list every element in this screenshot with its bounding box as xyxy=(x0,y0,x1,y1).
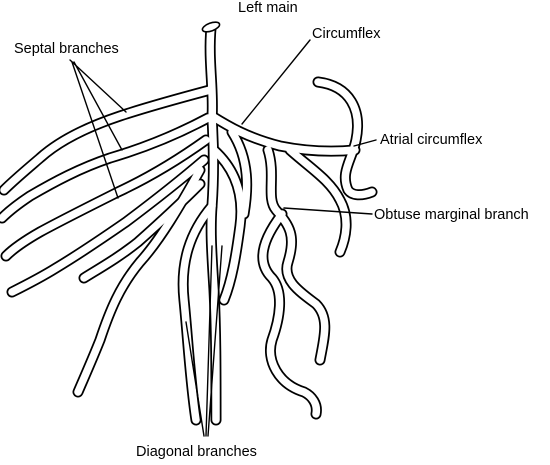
leader-circumflex xyxy=(241,39,311,125)
left-main-ostium xyxy=(201,21,221,33)
leader-septal-2 xyxy=(73,61,123,151)
leader-lines xyxy=(69,39,377,437)
leader-diagonal-1 xyxy=(185,321,205,437)
label-diagonal-branches: Diagonal branches xyxy=(136,444,257,460)
label-left-main: Left main xyxy=(238,0,298,16)
leader-atrial-circumflex xyxy=(353,139,377,147)
leader-diagonal-3 xyxy=(207,245,223,437)
label-septal-branches: Septal branches xyxy=(14,41,119,57)
leader-obtuse-marginal xyxy=(283,207,373,215)
label-atrial-circumflex: Atrial circumflex xyxy=(380,132,483,148)
leader-septal-1 xyxy=(69,59,127,113)
label-circumflex: Circumflex xyxy=(312,26,381,42)
leader-diagonal-2 xyxy=(205,245,213,437)
leader-septal-3 xyxy=(71,61,119,199)
label-obtuse-marginal-branch: Obtuse marginal branch xyxy=(374,207,529,223)
